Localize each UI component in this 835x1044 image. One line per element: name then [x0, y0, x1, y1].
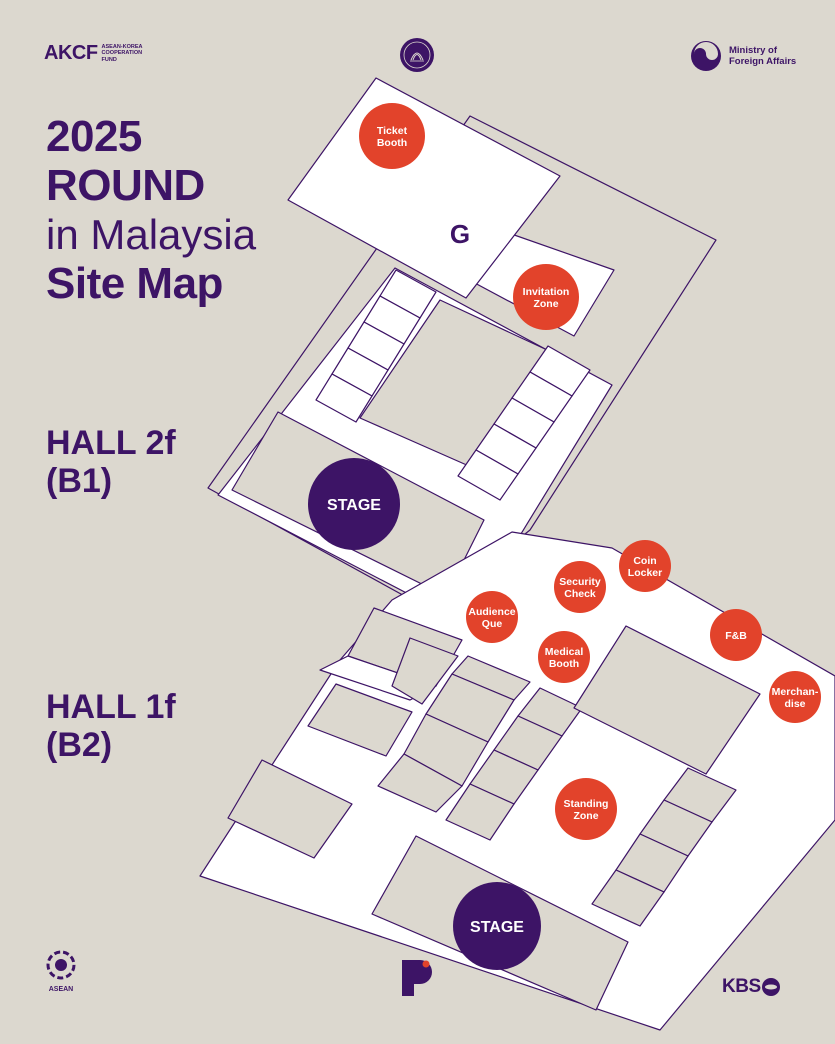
hall-2f-level: (B1)	[46, 462, 113, 500]
medical-booth-label: Medical	[545, 646, 584, 658]
audience-que-circle	[466, 591, 518, 643]
hall-1f-left-block	[227, 759, 353, 859]
hall-2f-label: HALL 2f (B1)	[46, 424, 176, 500]
asean-emblem-icon	[398, 36, 436, 79]
f-and-b-label: F&B	[725, 630, 747, 642]
hall-1f-middle-left-seats	[377, 655, 531, 813]
hall-1f-right-block	[573, 625, 761, 775]
akcf-logo-text: AKCF	[44, 42, 98, 64]
stage-b1-label: STAGE	[327, 497, 381, 514]
ticket-booth-label: Booth	[377, 137, 407, 149]
page-title: 2025 ROUND in Malaysia Site Map	[46, 112, 256, 308]
security-check-label: Security	[559, 576, 601, 588]
title-year: 2025	[46, 112, 142, 161]
standing-zone-label: Zone	[573, 810, 598, 822]
hall-2f-left-seats	[315, 269, 437, 423]
gate-label: G	[450, 219, 470, 249]
hall-2f-name: HALL 2f	[46, 424, 176, 462]
hall-2f-right-seats	[457, 345, 591, 501]
f-and-b-circle	[710, 609, 762, 661]
title-location: in Malaysia	[46, 211, 257, 258]
title-round: ROUND	[46, 161, 205, 210]
stage-b1-marker: STAGE	[308, 458, 400, 550]
ticket-booth-label: Ticket	[377, 125, 408, 137]
mofa-logo-text: Ministry of Foreign Affairs	[729, 45, 797, 67]
standing-zone-label: Standing	[564, 798, 609, 810]
round-logo-icon	[398, 956, 434, 1005]
akcf-logo: AKCF ASEAN-KOREA COOPERATION FUND	[44, 42, 144, 65]
stage-b1-circle	[308, 458, 400, 550]
hall-1f-upper-left-blocks	[307, 607, 463, 757]
security-check-label: Check	[564, 588, 596, 600]
merchandise-label: Merchan-	[772, 686, 819, 698]
kbs-emblem-icon	[761, 978, 780, 996]
hall-1f-middle-right-seats	[445, 687, 583, 841]
merchandise-circle	[769, 671, 821, 723]
audience-que-label: Audience	[468, 606, 515, 618]
invitation-zone-circle	[513, 264, 579, 330]
coin-locker-label: Coin	[633, 555, 656, 567]
invitation-zone-label: Zone	[533, 298, 558, 310]
kbs-logo: KBS	[722, 976, 781, 998]
title-site-map: Site Map	[46, 259, 223, 308]
asean-logo: ASEAN	[40, 950, 82, 993]
coin-locker-circle	[619, 540, 671, 592]
kbs-logo-text: KBS	[722, 976, 761, 997]
hall-1f-label: HALL 1f (B2)	[46, 688, 176, 764]
invitation-zone-label: Invitation	[523, 286, 570, 298]
standing-zone-circle	[555, 778, 617, 840]
f-and-b-marker: F&B	[710, 609, 762, 661]
asean-swirl-icon	[46, 950, 76, 980]
hall-1f-far-right-seats	[591, 767, 737, 927]
coin-locker-label: Locker	[628, 567, 662, 579]
merchandise-marker: Merchan-dise	[769, 671, 821, 723]
mofa-emblem-icon	[691, 41, 721, 71]
stage-b2-circle	[453, 882, 541, 970]
hall-1f-level: (B2)	[46, 726, 113, 764]
asean-logo-text: ASEAN	[48, 986, 74, 993]
mofa-logo: Ministry of Foreign Affairs	[690, 40, 799, 72]
audience-que-label: Que	[482, 618, 503, 630]
ticket-booth-circle	[359, 103, 425, 169]
hall-1f-name: HALL 1f	[46, 688, 176, 726]
stage-b2-marker: STAGE	[453, 882, 541, 970]
medical-booth-label: Booth	[549, 658, 579, 670]
medical-booth-circle	[538, 631, 590, 683]
security-check-circle	[554, 561, 606, 613]
gate-building	[287, 77, 561, 299]
akcf-logo-subtext: ASEAN-KOREA COOPERATION FUND	[101, 43, 143, 63]
merchandise-label: dise	[784, 698, 805, 710]
stage-b2-label: STAGE	[470, 919, 524, 936]
